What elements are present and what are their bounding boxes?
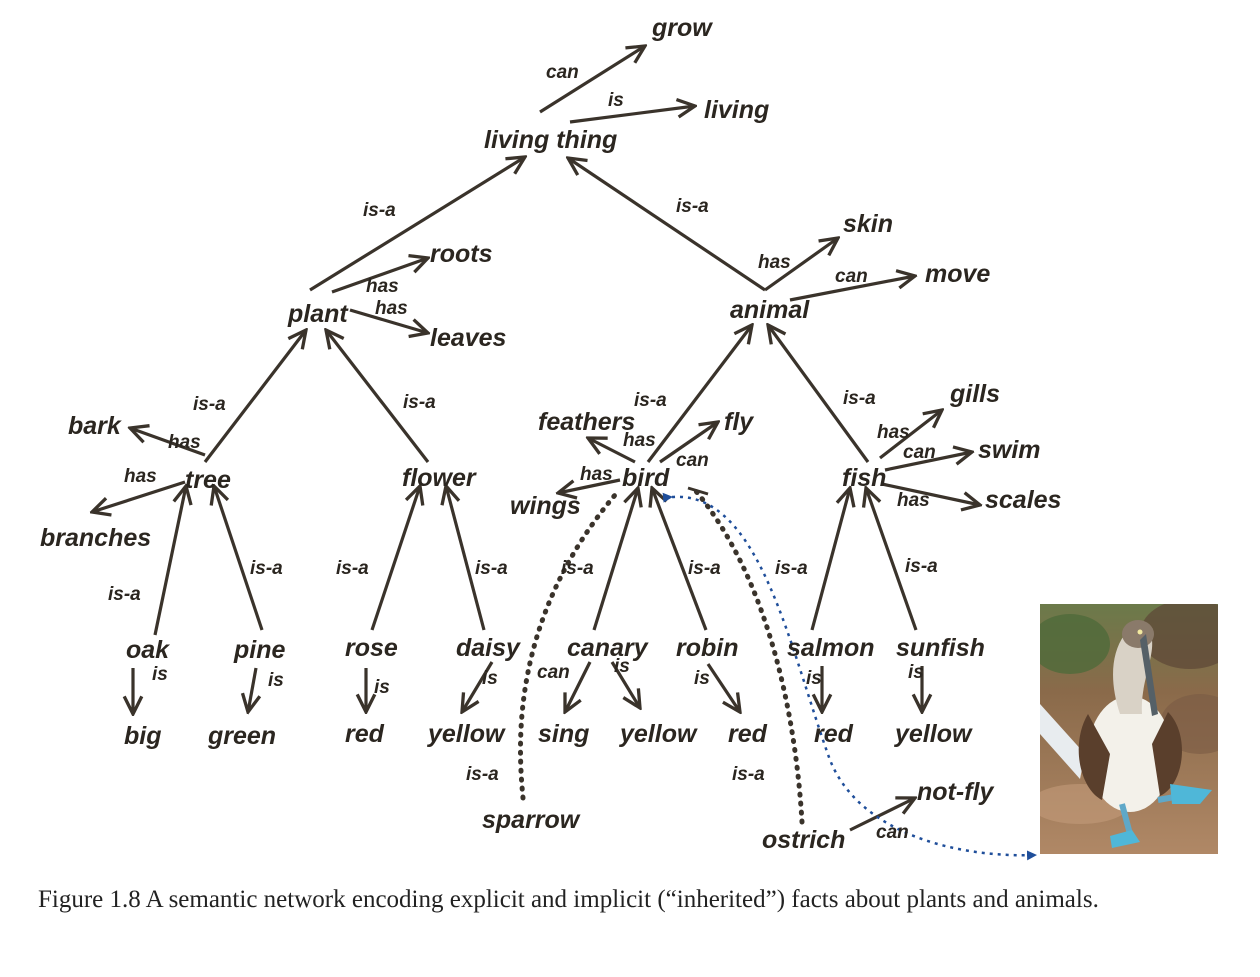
edge-label-can: can	[903, 442, 936, 463]
node-red-salmon: red	[814, 720, 854, 748]
edge-label-is: is	[482, 668, 498, 689]
node-feathers: feathers	[538, 408, 635, 436]
edge-label-has: has	[623, 430, 656, 451]
edge-label-has: has	[877, 422, 910, 443]
edge-label-isa: is-a	[363, 200, 396, 221]
edge-label-has: has	[366, 276, 399, 297]
edge-label-is: is	[908, 662, 924, 683]
edge-label-is: is	[268, 670, 284, 691]
node-canary: canary	[567, 634, 649, 662]
edge-label-has: has	[375, 298, 408, 319]
edge-label-can: can	[676, 450, 709, 471]
node-rose: rose	[345, 634, 398, 662]
edge-label-isa: is-a	[336, 558, 369, 579]
node-yellow-sunfish: yellow	[893, 720, 973, 748]
edge-label-isa: is-a	[250, 558, 283, 579]
node-robin: robin	[676, 634, 739, 662]
node-red-robin: red	[728, 720, 768, 748]
node-move: move	[925, 260, 990, 288]
node-ostrich: ostrich	[762, 826, 845, 854]
edge-label-can: can	[835, 266, 868, 287]
edge-label-is: is	[614, 656, 630, 677]
edge-label-isa: is-a	[108, 584, 141, 605]
node-branches: branches	[40, 524, 151, 552]
edge-label-is: is	[806, 668, 822, 689]
edge-label-has: has	[168, 432, 201, 453]
edge-label-can: can	[537, 662, 570, 683]
edge-label-is: is	[608, 90, 624, 111]
edge-label-isa: is-a	[561, 558, 594, 579]
node-yellow-daisy: yellow	[426, 720, 506, 748]
node-bark: bark	[68, 412, 122, 440]
node-fly: fly	[724, 408, 754, 436]
node-skin: skin	[843, 210, 893, 238]
node-daisy: daisy	[456, 634, 521, 662]
edge-label-isa: is-a	[403, 392, 436, 413]
edge-label-has: has	[124, 466, 157, 487]
node-flower: flower	[402, 464, 477, 492]
edge-label-is: is	[694, 668, 710, 689]
node-plant: plant	[287, 300, 349, 328]
node-bird: bird	[622, 464, 670, 492]
edge-label-isa: is-a	[843, 388, 876, 409]
node-fish: fish	[842, 464, 886, 492]
node-gills: gills	[949, 380, 1000, 408]
edge-label-has: has	[580, 464, 613, 485]
node-yellow-canary: yellow	[618, 720, 698, 748]
edge-label-isa: is-a	[775, 558, 808, 579]
edge-label-isa: is-a	[193, 394, 226, 415]
edge-label-isa: is-a	[676, 196, 709, 217]
node-roots: roots	[430, 240, 493, 268]
edge-label-isa: is-a	[634, 390, 667, 411]
node-swim: swim	[978, 436, 1041, 464]
booby-illustration	[1040, 604, 1218, 854]
node-green: green	[207, 722, 276, 750]
nodes: grow living living thing roots plant lea…	[40, 14, 1062, 854]
blue-footed-booby-photo	[1040, 604, 1218, 854]
edge-label-can: can	[876, 822, 909, 843]
photo-link-dotted-arrow	[662, 492, 1037, 861]
edge-labels: can is is-a is-a has has has can is-a is…	[108, 62, 938, 843]
edge-label-isa: is-a	[475, 558, 508, 579]
node-red-rose: red	[345, 720, 385, 748]
node-salmon: salmon	[787, 634, 875, 662]
node-sunfish: sunfish	[896, 634, 985, 662]
edge-label-has: has	[758, 252, 791, 273]
edge-label-has: has	[897, 490, 930, 511]
node-living-thing: living thing	[484, 126, 617, 154]
edge-label-isa: is-a	[905, 556, 938, 577]
node-leaves: leaves	[430, 324, 507, 352]
node-scales: scales	[985, 486, 1062, 514]
edge-label-isa: is-a	[732, 764, 765, 785]
node-sparrow: sparrow	[482, 806, 581, 834]
node-living: living	[704, 96, 769, 124]
node-animal: animal	[730, 296, 810, 324]
node-oak: oak	[126, 636, 170, 664]
edges	[92, 46, 980, 832]
node-big: big	[124, 722, 162, 750]
node-wings: wings	[510, 492, 581, 520]
node-tree: tree	[185, 466, 231, 494]
figure-caption: Figure 1.8 A semantic network encoding e…	[38, 886, 1099, 913]
node-grow: grow	[651, 14, 713, 42]
node-not-fly: not-fly	[917, 778, 994, 806]
edge-label-is: is	[152, 664, 168, 685]
edge-label-is: is	[374, 677, 390, 698]
edge-label-can: can	[546, 62, 579, 83]
node-sing: sing	[538, 720, 589, 748]
node-pine: pine	[233, 636, 285, 664]
edge-label-isa: is-a	[466, 764, 499, 785]
edge-label-isa: is-a	[688, 558, 721, 579]
